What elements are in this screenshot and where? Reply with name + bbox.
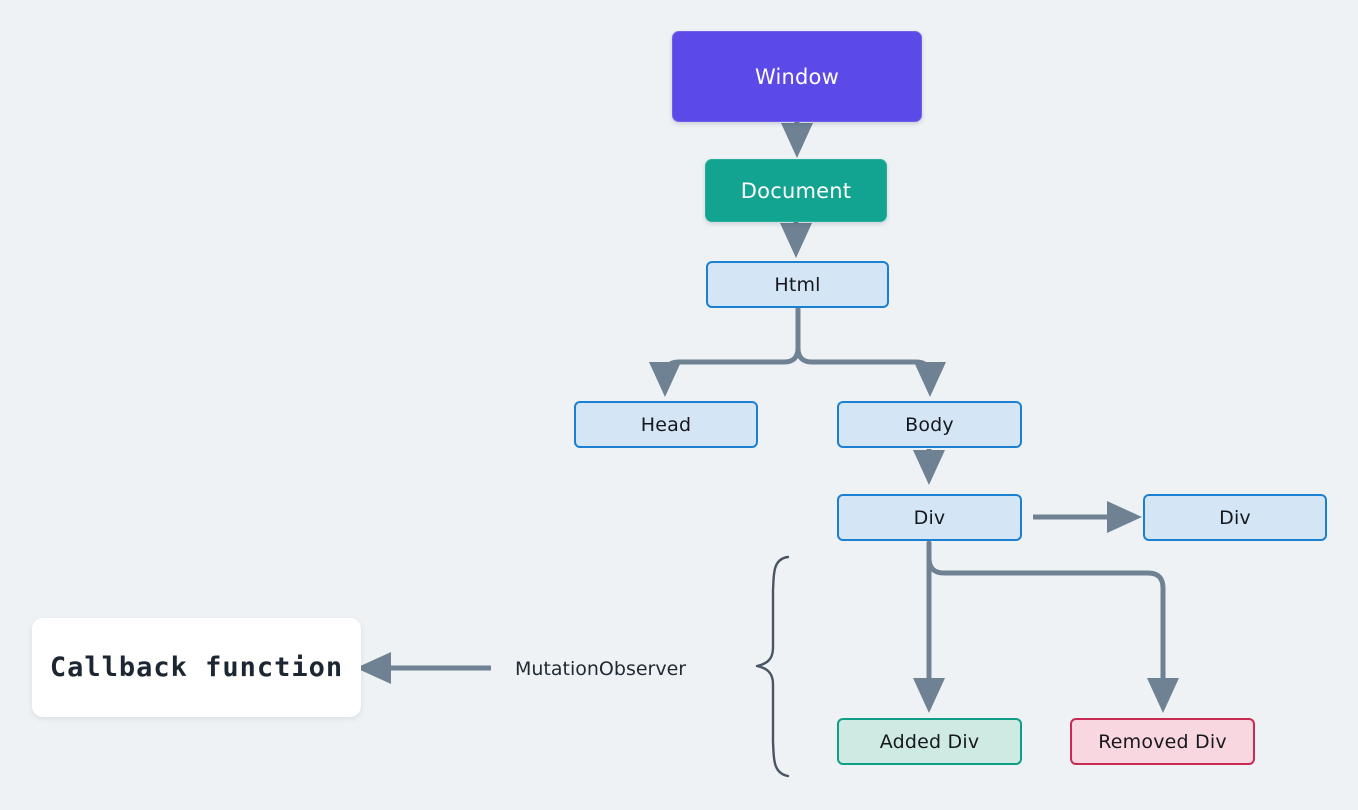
node-callback-function[interactable]: Callback function xyxy=(32,618,361,717)
node-html-label: Html xyxy=(774,273,821,296)
node-html[interactable]: Html xyxy=(706,261,889,308)
node-head-label: Head xyxy=(640,413,692,436)
node-window-label: Window xyxy=(754,64,839,89)
node-body-label: Body xyxy=(905,413,954,436)
connector-div-to-removed-div xyxy=(926,555,1179,714)
node-callback-function-label: Callback function xyxy=(49,652,344,683)
node-div-right[interactable]: Div xyxy=(1143,494,1327,541)
label-mutation-observer: MutationObserver xyxy=(515,658,687,680)
connector-html-to-head-body xyxy=(649,306,946,398)
node-document-label: Document xyxy=(740,178,852,203)
node-div-left[interactable]: Div xyxy=(837,494,1022,541)
node-removed-div-label: Removed Div xyxy=(1098,730,1227,753)
node-body[interactable]: Body xyxy=(837,401,1022,448)
node-added-div-label: Added Div xyxy=(879,730,980,753)
node-div-left-label: Div xyxy=(913,506,946,529)
node-added-div[interactable]: Added Div xyxy=(837,718,1022,765)
node-removed-div[interactable]: Removed Div xyxy=(1070,718,1255,765)
node-document[interactable]: Document xyxy=(705,159,887,222)
mutation-group-brace xyxy=(755,555,790,778)
node-div-right-label: Div xyxy=(1219,506,1251,529)
node-window[interactable]: Window xyxy=(672,31,922,122)
node-head[interactable]: Head xyxy=(574,401,758,448)
